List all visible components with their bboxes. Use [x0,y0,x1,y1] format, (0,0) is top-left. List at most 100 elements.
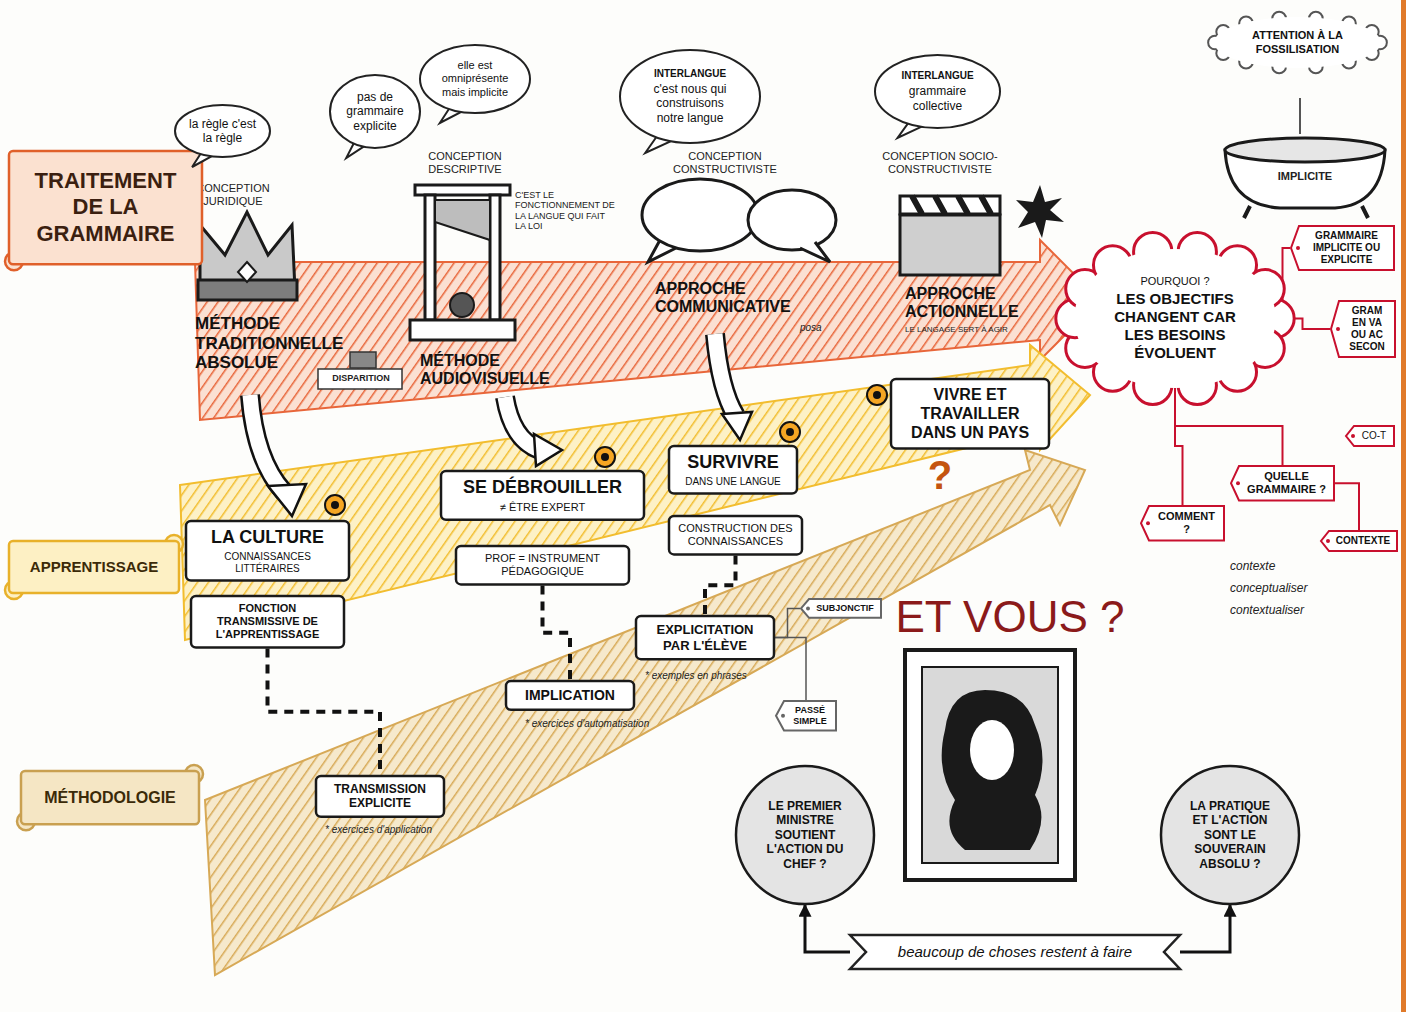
annotation-label: CONCEPTION CONSTRUCTIVISTE [650,150,800,175]
white-arrow [250,395,284,492]
text-box: SURVIVREDANS UNE LANGUE [668,445,798,495]
node-content: pas de grammaire explicite [344,90,406,133]
connector [1175,387,1183,505]
node-content: QUELLE GRAMMAIRE ? [1244,470,1329,496]
node-text: pas de grammaire explicite [344,90,406,133]
node-text: grammaire collective [894,84,981,113]
white-arrow [722,412,752,440]
annotation-label: * exercices d'application [325,824,450,836]
node-content: INTERLANGUEc'est nous qui construisons n… [641,68,739,125]
question-circle-outline [736,766,874,904]
speech-bubbles-icon [748,190,836,250]
target-icon [873,391,881,399]
annotation-label: DISPARITION [322,373,400,383]
scroll-banner-outline [9,541,179,593]
guillotine-icon [410,185,515,340]
text-box: SE DÉBROUILLER≠ ÊTRE EXPERT [440,470,645,521]
node-text: beaucoup de choses restent à faire [874,943,1156,961]
tag-label-outline [1146,521,1150,525]
tag-label-outline [1351,434,1355,438]
node-text: APPRENTISSAGE [22,558,166,576]
white-arrow [268,484,306,516]
node-text: CONSTRUCTION DES CONNAISSANCES [676,522,795,548]
text-box: EXPLICITATION PAR L'ÉLÈVE [635,615,775,660]
text-box-outline [441,471,644,520]
tag-label-outline [1296,246,1300,250]
annotation-label: contextualiser [1230,604,1340,618]
node-content: GRAMMAIRE IMPLICITE OU EXPLICITE [1304,230,1389,266]
node-content: CONTEXTE [1334,535,1392,547]
node-text: CONNAISSANCES LITTÉRAIRES [193,551,342,575]
node-text: ≠ ÊTRE EXPERT [448,501,637,514]
bathtub-icon [1299,98,1301,134]
speech-bubbles-icon [642,179,836,262]
speech-bubble-outline [175,105,270,157]
guillotine-icon [410,320,515,340]
white-arrow [715,334,736,416]
node-text: elle est omniprésente mais implicite [437,59,513,99]
connector [1335,483,1359,530]
tag-label-outline [781,714,785,718]
speech-bubble-outline [420,45,530,113]
question-circle-outline [1161,766,1299,904]
annotation-label: APPROCHE ACTIONNELLE [905,285,1055,322]
annotation-label: conceptualiser [1230,582,1340,596]
text-box-outline [316,776,444,817]
node-content: CO-T [1359,430,1389,442]
white-arrow [715,334,736,416]
tag-label: GRAMMAIRE IMPLICITE OU EXPLICITE [1290,225,1395,271]
node-content: POURQUOI ?LES OBJECTIFS CHANGENT CAR LES… [1105,275,1245,362]
text-box: IMPLICATION [505,680,635,711]
target-icon [331,501,339,509]
node-content: la règle c'est la règle [189,117,256,146]
node-text: POURQUOI ? [1105,275,1245,288]
speech-bubble-outline [330,75,420,148]
node-text: CO-T [1359,430,1389,442]
question-circle: LE PREMIER MINISTRE SOUTIENT L'ACTION DU… [735,765,875,905]
portrait-frame [905,650,1075,880]
node-text: SUBJONCTIF [814,603,876,614]
target-icon [595,447,615,467]
target-icon [867,385,887,405]
target-icon [325,495,345,515]
node-text: LA PRATIQUE ET L'ACTION SONT LE SOUVERAI… [1181,799,1279,871]
clapperboard-icon [900,185,1064,275]
annotation-label: * exemples en phrases [645,670,770,682]
clapperboard-icon [1016,185,1064,238]
portrait-frame [942,690,1043,850]
white-arrow [250,395,284,492]
annotation-label: ? [920,452,960,498]
node-text: SURVIVRE [676,452,790,474]
tag-label-outline [1236,481,1240,485]
annotation-label: APPROCHE COMMUNICATIVE [655,280,820,317]
node-text: PROF = INSTRUMENT PÉDAGOGIQUE [463,552,622,578]
connector [805,905,850,952]
portrait-frame [922,667,1058,863]
guillotine-icon [450,293,474,317]
target-icon [601,453,609,461]
tag-label-outline [1331,301,1395,357]
connector [705,555,736,615]
annotation-label: LE LANGAGE SERT À AGIR [905,325,1055,334]
thought-cloud: ATTENTION À LA FOSSILISATION [1215,18,1380,67]
tag-label: SUBJONCTIF [800,598,882,619]
thought-cloud-outline [1074,249,1276,388]
tag-label-outline [1326,539,1330,543]
node-content: IMPLICATION [513,687,627,704]
tag-label: COMMENT ? [1140,505,1225,541]
scroll-banner: TRAITEMENT DE LA GRAMMAIRE [8,150,203,265]
clapperboard-icon [900,196,1000,214]
text-box-outline [891,379,1049,449]
target-icon [786,428,794,436]
node-content: LA CULTURECONNAISSANCES LITTÉRAIRES [193,527,342,575]
node-content: FONCTION TRANSMISSIVE DE L'APPRENTISSAGE [198,602,337,642]
bathtub-icon [1225,138,1385,162]
speech-bubbles-icon [642,179,758,251]
scroll-banner-outline [9,151,202,264]
node-content: PASSÉ SIMPLE [789,705,831,727]
node-text: TRAITEMENT DE LA GRAMMAIRE [22,168,189,247]
node-text: VIVRE ET TRAVAILLER DANS UN PAYS [898,385,1042,443]
speech-bubble: INTERLANGUEc'est nous qui construisons n… [620,50,760,143]
tag-label: CO-T [1345,425,1395,447]
